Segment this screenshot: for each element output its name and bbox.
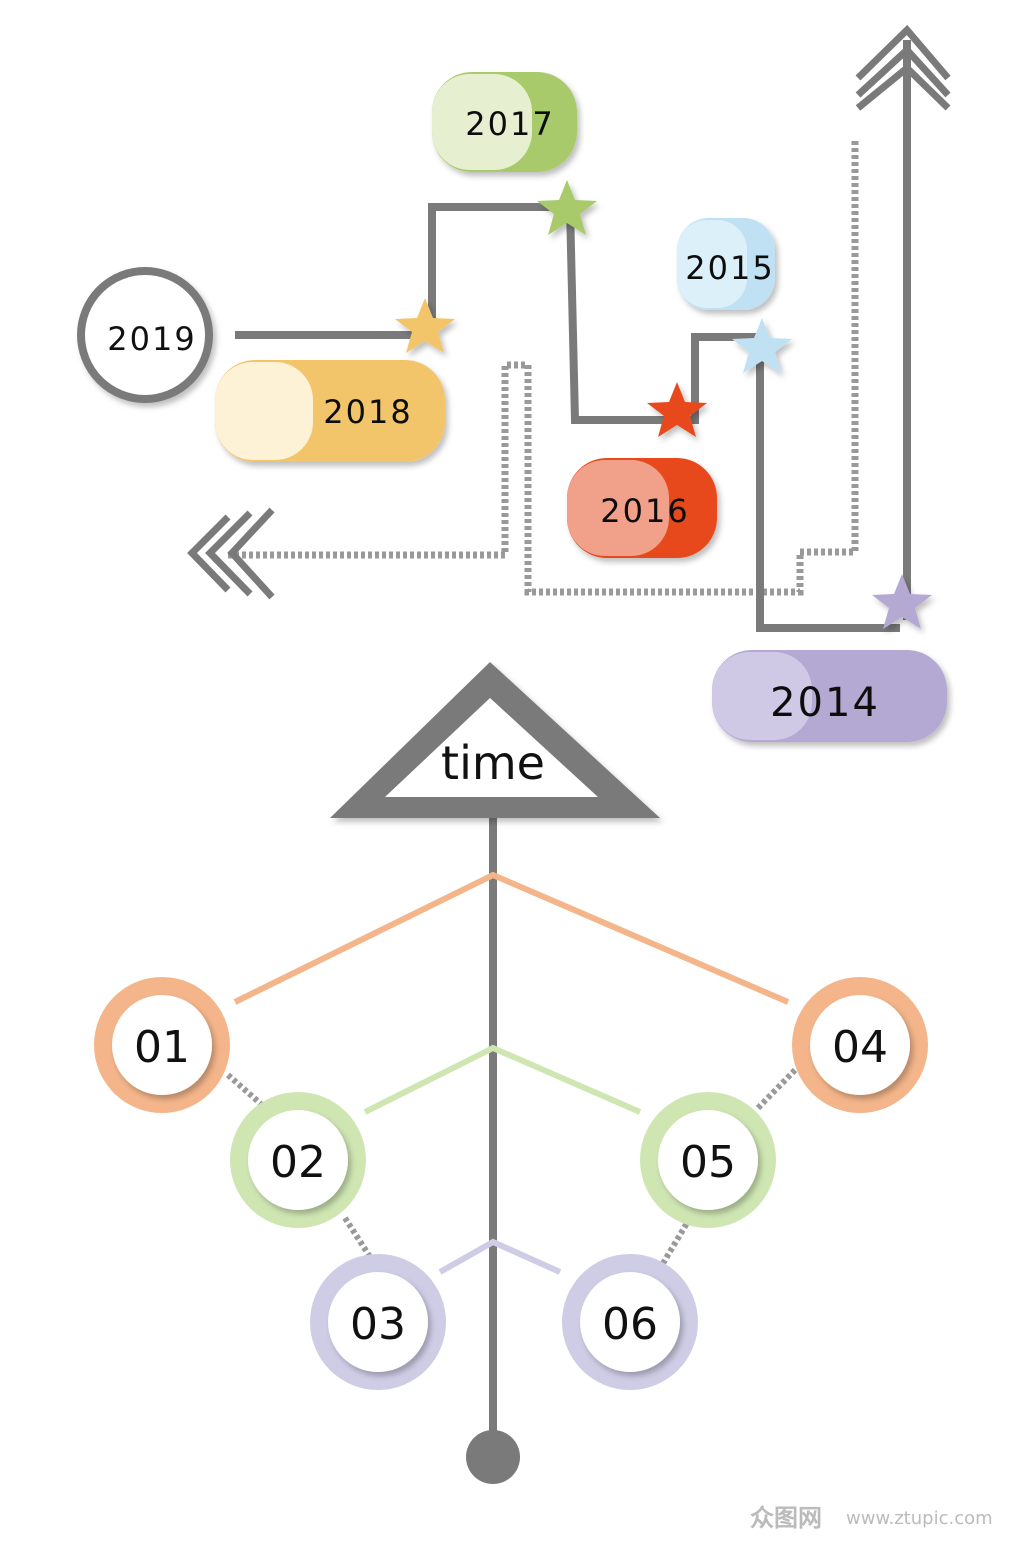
solid-path	[235, 40, 911, 632]
watermark-brand: 众图网	[750, 1504, 822, 1532]
left-arrow-icon	[187, 507, 275, 600]
year-2016: 2016	[567, 458, 717, 558]
node-01: 01	[94, 977, 230, 1113]
node-04: 04	[792, 977, 928, 1113]
watermark: 众图网 www.ztupic.com	[750, 1504, 993, 1532]
year-2014: 2014	[712, 650, 947, 742]
tree-root-dot	[466, 1430, 520, 1484]
up-arrow-icon	[855, 24, 951, 111]
node-label-05: 05	[680, 1137, 736, 1188]
node-02: 02	[230, 1092, 366, 1228]
year-2019: 2019	[77, 267, 213, 403]
year-label-2017: 2017	[465, 105, 554, 143]
node-05: 05	[640, 1092, 776, 1228]
node-label-03: 03	[350, 1299, 406, 1350]
year-label-2015: 2015	[685, 249, 774, 287]
node-03: 03	[310, 1254, 446, 1390]
year-2018: 2018	[215, 360, 445, 462]
star-icon-2018	[395, 298, 455, 353]
node-label-04: 04	[832, 1022, 888, 1073]
year-label-2014: 2014	[770, 680, 880, 726]
time-label: time	[441, 736, 545, 790]
star-icon-2015	[732, 318, 792, 373]
year-2017: 2017	[432, 72, 577, 172]
timeline-connectors	[187, 24, 951, 632]
star-icon-2014	[872, 574, 932, 629]
year-2015: 2015	[677, 218, 775, 310]
dashed-path-1	[228, 140, 859, 596]
node-06: 06	[562, 1254, 698, 1390]
tree-lines	[226, 815, 798, 1484]
watermark-url: www.ztupic.com	[846, 1508, 993, 1529]
year-label-2016: 2016	[600, 492, 689, 530]
year-label-2019: 2019	[107, 320, 196, 358]
year-label-2018: 2018	[323, 393, 412, 431]
node-label-02: 02	[270, 1137, 326, 1188]
node-label-01: 01	[134, 1022, 190, 1073]
node-label-06: 06	[602, 1299, 658, 1350]
timeline-stars	[395, 180, 932, 629]
time-triangle	[330, 662, 660, 818]
star-icon-2017	[537, 180, 597, 235]
star-icon-2016	[647, 382, 707, 437]
